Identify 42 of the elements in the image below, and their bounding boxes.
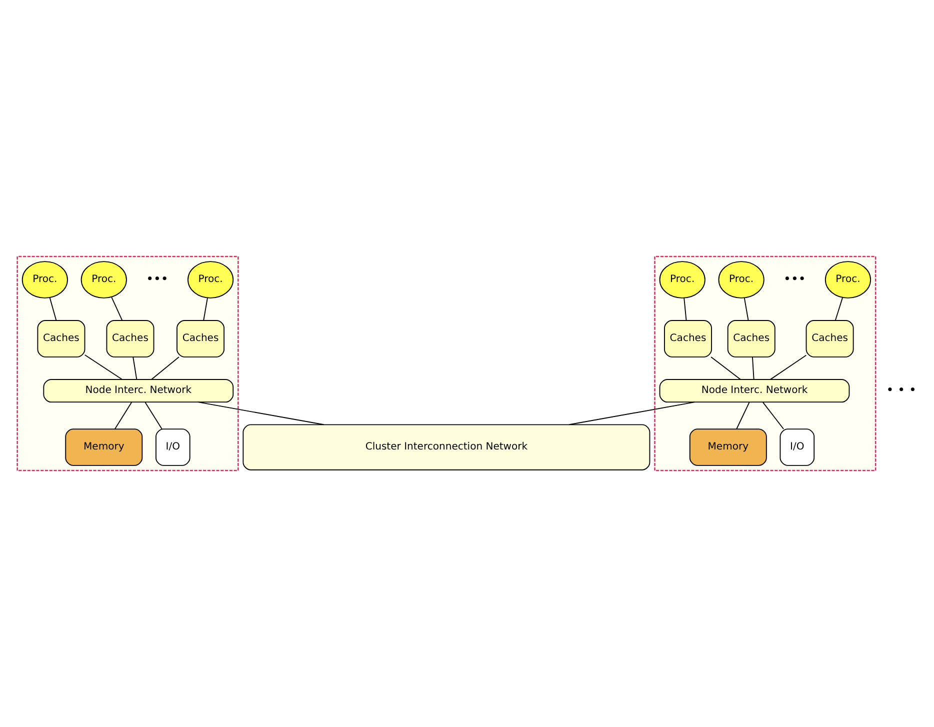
connector <box>762 402 784 430</box>
connector <box>198 402 324 426</box>
node-ellipse: Proc. <box>80 261 127 298</box>
connector <box>752 356 754 380</box>
connector <box>744 298 749 321</box>
node-ellipse: Proc. <box>824 261 872 298</box>
node-box: Caches <box>106 320 154 358</box>
node-box: I/O <box>780 428 815 466</box>
cluster <box>654 256 876 472</box>
node-ellipse: Proc. <box>22 261 68 298</box>
connector <box>834 297 843 321</box>
connector <box>132 356 138 380</box>
label: ••• <box>784 270 806 286</box>
connector <box>736 402 750 430</box>
node-box: Node Interc. Network <box>43 379 234 403</box>
connector <box>710 356 741 380</box>
node-box: I/O <box>156 428 190 466</box>
connector <box>49 297 57 321</box>
node-box: Memory <box>689 428 767 466</box>
connector <box>111 296 123 321</box>
label: ••• <box>146 270 168 286</box>
connector <box>770 354 807 380</box>
connector <box>203 298 208 321</box>
node-ellipse: Proc. <box>659 261 706 298</box>
connector <box>684 298 687 321</box>
cluster <box>16 256 239 472</box>
connector <box>568 402 696 426</box>
connector <box>151 356 180 380</box>
node-box: Caches <box>37 320 86 358</box>
node-box: Caches <box>727 320 776 358</box>
connector <box>114 402 132 430</box>
connector <box>144 402 162 430</box>
label: • • • <box>886 382 916 397</box>
node-box: Cluster Interconnection Network <box>242 424 650 470</box>
connector <box>84 354 123 380</box>
node-box: Memory <box>65 428 143 466</box>
node-ellipse: Proc. <box>188 261 234 298</box>
node-box: Caches <box>176 320 224 358</box>
node-box: Node Interc. Network <box>659 379 850 403</box>
node-box: Caches <box>806 320 854 358</box>
node-box: Caches <box>664 320 712 358</box>
node-ellipse: Proc. <box>718 261 764 298</box>
